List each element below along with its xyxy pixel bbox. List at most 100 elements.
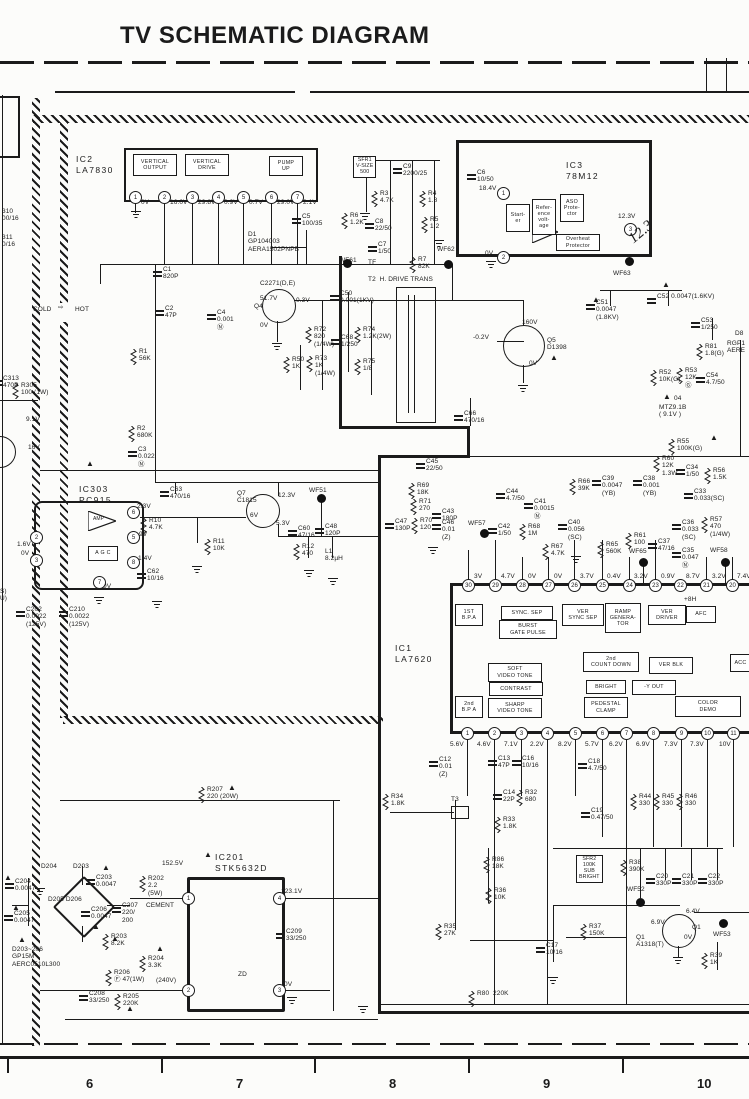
component-label: 0.7V (249, 199, 263, 206)
component-label: R206 Ⓕ 47(1W) (114, 969, 145, 984)
component-label: R55 100K(G) (677, 438, 703, 453)
component-label: C202 0.0022 (125V) (26, 606, 47, 628)
component-label: R32 680 (525, 789, 538, 804)
wire (470, 940, 553, 941)
component-label: 12.3V (618, 213, 636, 220)
component-label: R57 470 (1/4W) (710, 516, 731, 538)
component-label: C13 47P (498, 755, 511, 770)
component-label: C206 0.0047 (91, 906, 112, 921)
capacitor-symbol (558, 522, 567, 532)
waveform-test-point (636, 898, 645, 907)
capacitor-symbol (672, 522, 681, 532)
component-label: R203 8.2K (111, 933, 127, 948)
resistor-symbol (485, 888, 492, 904)
component-label: R81 1.8(G) (705, 343, 725, 358)
capacitor-symbol (155, 308, 164, 318)
component-label: C5 100/35 (302, 213, 323, 228)
warning-triangle-icon: ▲ (156, 944, 164, 953)
border-dashed-line (0, 61, 749, 64)
component-label: D8 (735, 330, 744, 337)
warning-triangle-icon: ▲ (710, 433, 718, 442)
wire (278, 536, 378, 537)
resistor-symbol (306, 356, 313, 372)
amplifier-triangle (88, 511, 116, 531)
component-label: R5 1.2 (430, 216, 440, 231)
ic-pin: 10 (701, 727, 714, 740)
capacitor-symbol (432, 511, 441, 521)
component-label: 3.2V (634, 573, 648, 580)
resistor-symbol (419, 191, 426, 207)
ground-symbol (192, 566, 202, 575)
ground-symbol (434, 240, 444, 249)
ic-pin: 21 (700, 579, 713, 592)
capacitor-symbol (5, 881, 14, 891)
wire (218, 203, 219, 264)
ic-pin: 7 (620, 727, 633, 740)
resistor-symbol (516, 790, 523, 806)
ground-symbol (358, 1006, 368, 1015)
resistor-symbol (704, 468, 711, 484)
warning-triangle-icon: ▲ (550, 353, 558, 362)
resistor-symbol (625, 533, 632, 549)
capacitor-symbol (385, 521, 394, 531)
resistor-symbol (668, 439, 675, 455)
warning-triangle-icon: ▲ (111, 934, 119, 943)
ground-symbol (287, 997, 297, 1006)
waveform-test-point (625, 257, 634, 266)
component-label: R2 680K (137, 425, 153, 440)
ic-pin: 23 (649, 579, 662, 592)
wire (450, 583, 453, 734)
capacitor-symbol (586, 302, 595, 312)
capacitor-symbol (16, 609, 25, 619)
wire (65, 1019, 378, 1020)
capacitor-symbol (0, 378, 2, 388)
component-label: 310 00/16 (2, 208, 19, 223)
function-block: BRIGHT (586, 680, 626, 694)
waveform-test-point (444, 260, 453, 269)
component-label: R69 18K (417, 482, 430, 497)
wire (470, 398, 471, 426)
component-label: C50 0.001(1KV) (340, 290, 374, 305)
resistor-symbol (198, 787, 205, 803)
ic-pin: 2 (488, 727, 501, 740)
resistor-symbol (12, 383, 19, 399)
ground-symbol (94, 597, 104, 606)
resistor-symbol (409, 257, 416, 273)
component-label: C44 4.7/50 (506, 488, 525, 503)
ic-pin: 5 (127, 531, 140, 544)
ruler-tick (622, 1056, 624, 1073)
component-label: 0V (485, 250, 494, 257)
wire (135, 203, 136, 213)
function-block: BURST GATE PULSE (499, 620, 557, 639)
capacitor-symbol (128, 449, 137, 459)
resistor-symbol (382, 794, 389, 810)
resistor-symbol (204, 539, 211, 555)
component-label: 10V (719, 741, 731, 748)
component-label: C19 0.47/50 (591, 807, 614, 822)
component-box (187, 877, 285, 1012)
ic-pin: 22 (674, 579, 687, 592)
transistor-circle (0, 436, 16, 468)
wire (681, 739, 682, 847)
grid-number: 6 (86, 1076, 94, 1091)
component-label: C51 0.0047 (1.8KV) (596, 299, 619, 321)
component-label: R7 82K (418, 256, 430, 271)
wire (547, 739, 548, 1005)
component-label: WF53 (713, 931, 731, 938)
component-label: L1 8.2µH (325, 548, 343, 563)
wire (339, 256, 342, 428)
wire (40, 470, 378, 471)
component-label: WF63 (613, 270, 631, 277)
component-label: R305 100 (1W) (21, 382, 49, 397)
component-label: 5.3V (276, 520, 290, 527)
component-label: R10 4.7K (149, 517, 163, 532)
capacitor-symbol (276, 931, 285, 941)
function-block: VER SYNC SEP (562, 604, 604, 626)
component-label: D205 D206 (48, 896, 82, 903)
wire (294, 300, 453, 301)
capacitor-symbol (672, 876, 681, 886)
wire (725, 564, 726, 585)
component-label: R4 1.8 (428, 190, 438, 205)
function-block: VERTICAL OUTPUT (133, 154, 177, 176)
